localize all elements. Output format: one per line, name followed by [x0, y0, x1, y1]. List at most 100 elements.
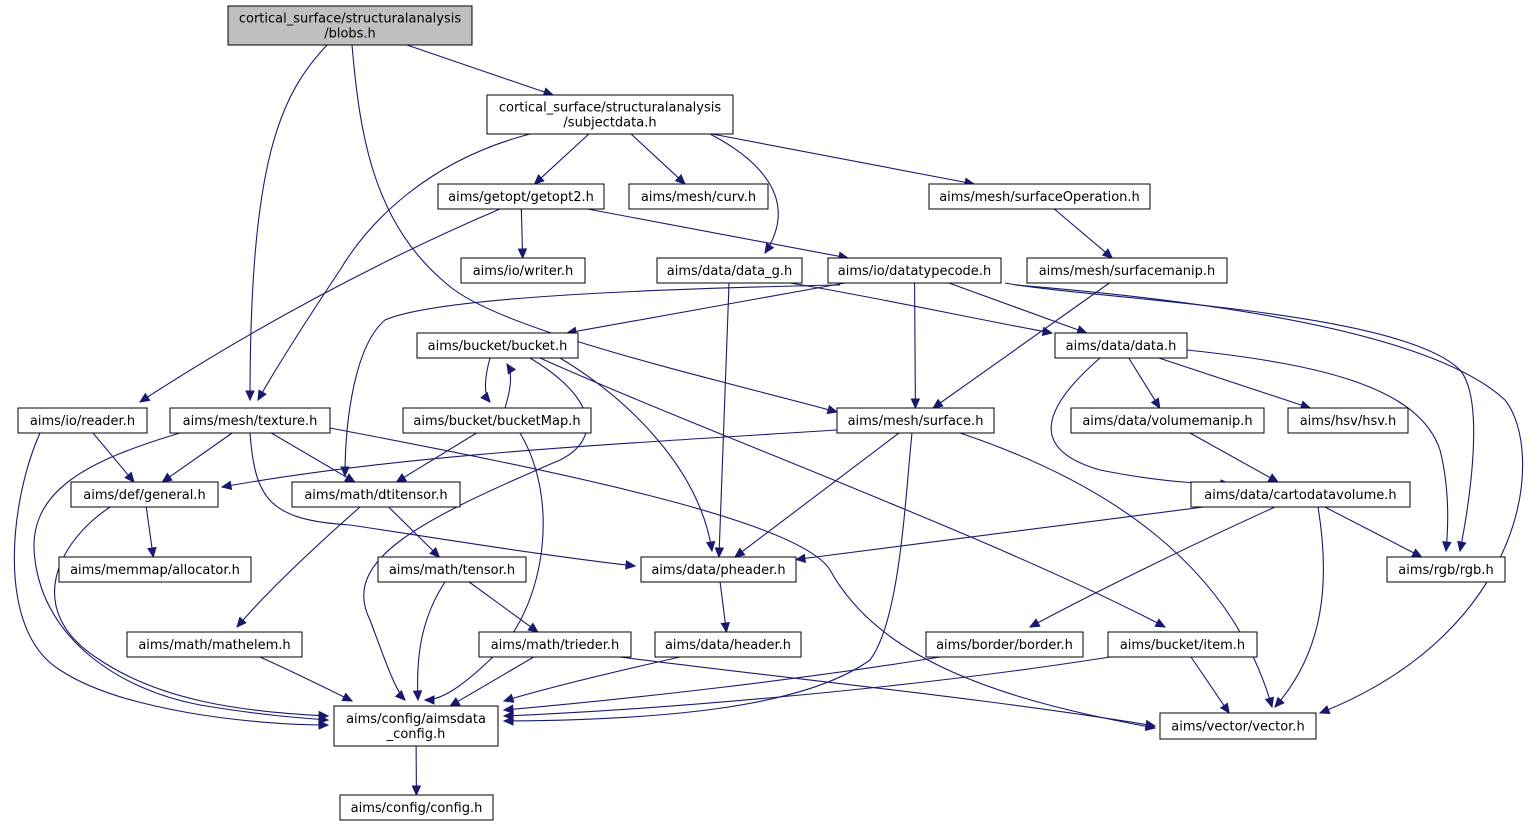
edge-surfaceOperation-to-surfacemanip — [1053, 208, 1114, 259]
node-label: aims/bucket/bucket.h — [428, 339, 568, 354]
edge-arrowhead — [257, 389, 267, 402]
node-border[interactable]: aims/border/border.h — [925, 631, 1084, 658]
edge-line — [503, 656, 941, 711]
edges-layer — [13, 44, 1524, 797]
edge-arrowhead — [1150, 397, 1161, 410]
edge-data_g-to-data — [789, 282, 1054, 337]
edge-mathelem-to-aimsdata_config — [259, 656, 354, 702]
node-rgb[interactable]: aims/rgb/rgb.h — [1386, 556, 1506, 583]
node-box — [437, 183, 605, 210]
node-trieder[interactable]: aims/math/trieder.h — [478, 631, 632, 658]
node-hsv[interactable]: aims/hsv/hsv.h — [1287, 407, 1409, 434]
edge-arrowhead — [147, 546, 157, 559]
edge-line — [1053, 208, 1107, 254]
node-box — [416, 332, 579, 359]
node-label: aims/border/border.h — [936, 638, 1073, 653]
edge-line — [221, 429, 838, 488]
edge-line — [13, 432, 329, 726]
edge-arrowhead — [411, 785, 422, 797]
node-curv[interactable]: aims/mesh/curv.h — [628, 183, 769, 210]
edge-line — [271, 432, 349, 479]
edge-dtitensor-to-tensor — [388, 506, 441, 558]
edge-line — [1004, 282, 1475, 552]
edge-arrowhead — [1457, 540, 1467, 553]
edge-line — [559, 357, 713, 552]
edge-dtitensor-to-mathelem — [236, 506, 361, 628]
node-label: aims/mesh/surfacemanip.h — [1039, 264, 1216, 279]
node-bucketMap[interactable]: aims/bucket/bucketMap.h — [402, 407, 592, 434]
edge-item-to-aimsdata_config — [502, 656, 1111, 721]
edge-line — [249, 44, 328, 401]
edge-data-to-hsv — [1158, 357, 1312, 410]
node-writer[interactable]: aims/io/writer.h — [460, 257, 586, 284]
node-subjectdata[interactable]: cortical_surface/structuralanalysis/subj… — [486, 94, 734, 135]
edge-arrowhead — [423, 695, 435, 705]
edge-arrowhead — [714, 547, 725, 559]
edge-line — [259, 656, 353, 702]
edge-line — [520, 208, 523, 251]
node-bucket[interactable]: aims/bucket/bucket.h — [416, 332, 579, 359]
node-label: aims/bucket/item.h — [1120, 638, 1245, 653]
edge-line — [587, 208, 841, 258]
node-getopt2[interactable]: aims/getopt/getopt2.h — [437, 183, 605, 210]
edge-line — [540, 133, 590, 179]
edge-line — [257, 133, 531, 401]
node-header[interactable]: aims/data/header.h — [654, 631, 802, 658]
edge-arrowhead — [502, 704, 514, 714]
node-datatypecode[interactable]: aims/io/datatypecode.h — [827, 257, 1002, 284]
node-box — [291, 481, 461, 508]
node-config[interactable]: aims/config/config.h — [339, 794, 494, 821]
node-data[interactable]: aims/data/data.h — [1054, 332, 1188, 359]
edge-arrowhead — [932, 398, 944, 409]
edge-arrowhead — [764, 242, 775, 255]
edge-arrowhead — [1267, 473, 1280, 483]
node-label: aims/io/reader.h — [30, 414, 135, 429]
node-mathelem[interactable]: aims/math/mathelem.h — [126, 631, 303, 658]
node-reader[interactable]: aims/io/reader.h — [17, 407, 148, 434]
edge-header-to-aimsdata_config — [502, 656, 681, 703]
edge-arrowhead — [625, 560, 637, 570]
node-box — [1190, 481, 1411, 508]
edge-line — [741, 432, 900, 553]
node-box — [1107, 631, 1258, 658]
edge-line — [406, 44, 546, 93]
node-dtitensor[interactable]: aims/math/dtitensor.h — [291, 481, 461, 508]
edge-line — [1128, 357, 1156, 402]
node-box — [836, 407, 995, 434]
edge-line — [1324, 506, 1415, 554]
node-cartodatavolume[interactable]: aims/data/cartodatavolume.h — [1190, 481, 1411, 508]
node-item[interactable]: aims/bucket/item.h — [1107, 631, 1258, 658]
node-box — [70, 481, 219, 508]
edge-arrowhead — [1318, 705, 1331, 714]
edge-cartodatavolume-to-border — [1028, 506, 1276, 628]
node-tensor[interactable]: aims/math/tensor.h — [377, 556, 527, 583]
node-data_g[interactable]: aims/data/data_g.h — [656, 257, 803, 284]
edge-data-to-volumemanip — [1128, 357, 1161, 410]
node-box — [339, 794, 494, 821]
node-texture[interactable]: aims/mesh/texture.h — [169, 407, 331, 434]
edge-line — [468, 581, 532, 628]
node-surfaceOperation[interactable]: aims/mesh/surfaceOperation.h — [928, 183, 1151, 210]
node-pheader[interactable]: aims/data/pheader.h — [640, 556, 797, 583]
edge-arrowhead — [1144, 719, 1157, 730]
edge-line — [402, 432, 477, 479]
edge-arrowhead — [236, 616, 247, 628]
node-box — [58, 556, 252, 583]
node-surfacemanip[interactable]: aims/mesh/surfacemanip.h — [1026, 257, 1228, 284]
edge-line — [1014, 284, 1524, 714]
node-general[interactable]: aims/def/general.h — [70, 481, 219, 508]
edge-arrowhead — [517, 248, 528, 260]
edge-arrowhead — [1101, 248, 1114, 259]
edge-line — [718, 282, 730, 550]
node-surface[interactable]: aims/mesh/surface.h — [836, 407, 995, 434]
node-allocator[interactable]: aims/memmap/allocator.h — [58, 556, 252, 583]
node-volumemanip[interactable]: aims/data/volumemanip.h — [1070, 407, 1265, 434]
node-aimsdata_config[interactable]: aims/config/aimsdata_config.h — [333, 705, 499, 747]
node-blobs[interactable]: cortical_surface/structuralanalysis/blob… — [227, 5, 473, 46]
edge-trieder-to-aimsdata_config — [449, 656, 534, 707]
edge-border-to-aimsdata_config — [502, 656, 941, 714]
edge-arrowhead — [502, 710, 514, 721]
edge-line — [709, 133, 779, 254]
node-vector[interactable]: aims/vector/vector.h — [1159, 712, 1317, 740]
edge-subjectdata-to-texture — [257, 133, 531, 402]
